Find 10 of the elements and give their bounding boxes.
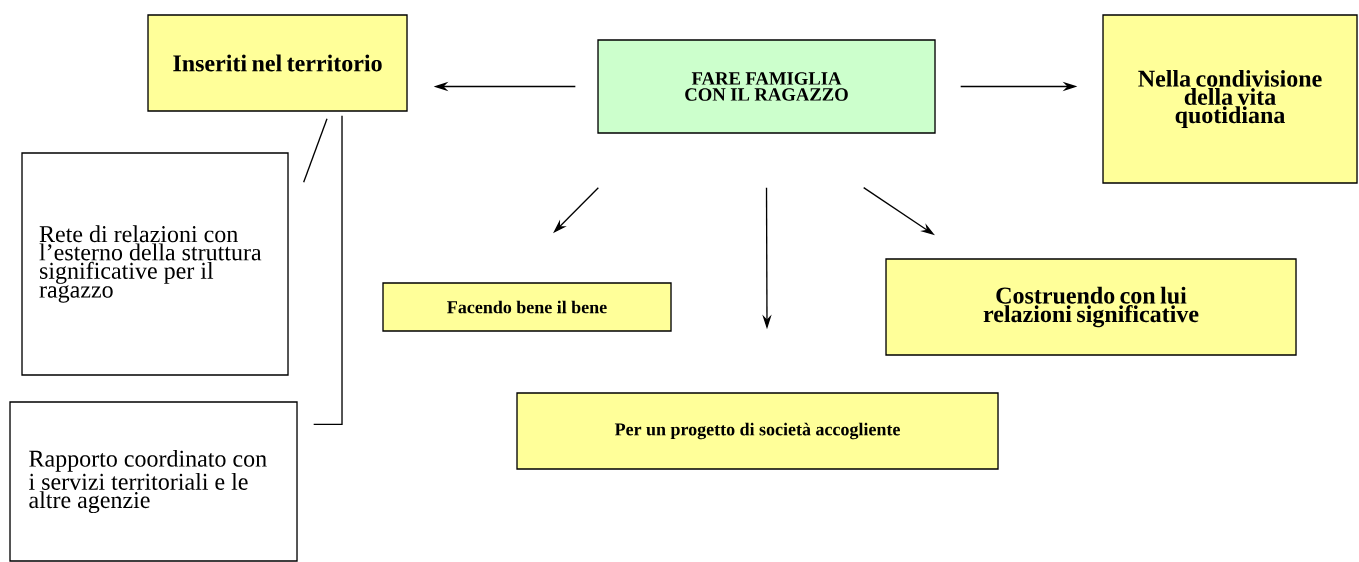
concept-box: Inseriti nel territorio <box>147 14 408 112</box>
central-box: FARE FAMIGLIA CON IL RAGAZZO <box>597 39 936 134</box>
leader-line <box>313 115 343 425</box>
note-box: Rapporto coordinato con i servizi territoriali e le altre agenzie <box>9 401 298 562</box>
concept-box: Nella condivisione della vita quotidiana <box>1102 14 1358 184</box>
concept-box: Per un progetto di società accogliente <box>516 392 999 470</box>
note-box: Rete di relazioni con l’esterno della struttura significative per il ragazzo <box>21 152 289 376</box>
concept-box: Costruendo con lui relazioni significative <box>885 258 1297 356</box>
leader-line <box>303 118 328 183</box>
concept-box: Facendo bene il bene <box>382 282 672 332</box>
